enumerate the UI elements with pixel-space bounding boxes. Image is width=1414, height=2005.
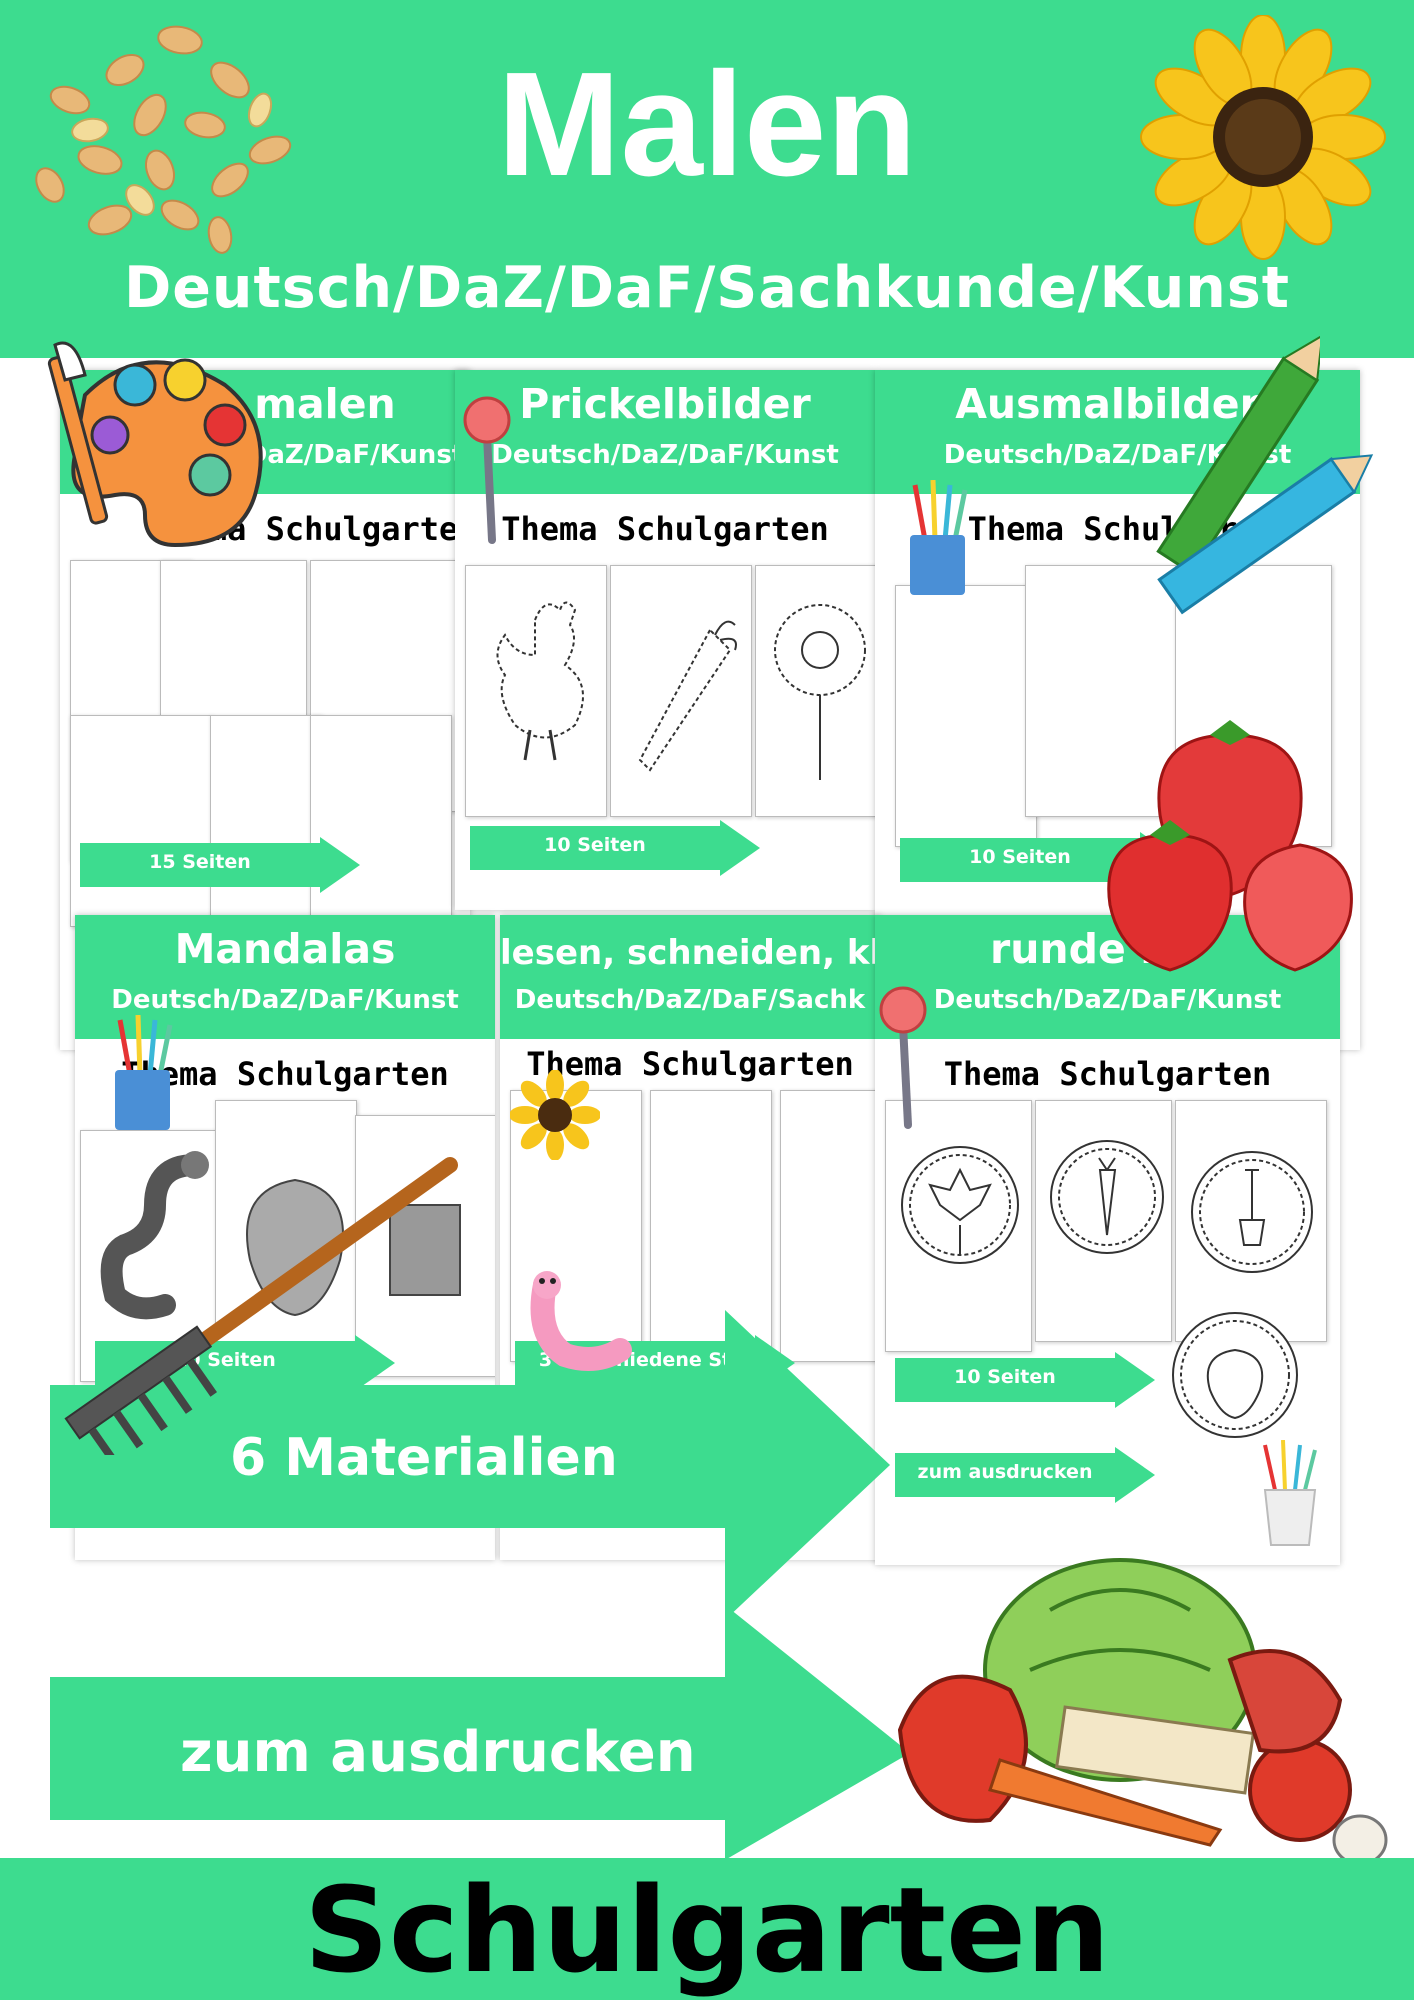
card-subjects: Deutsch/DaZ/DaF/Kunst <box>933 985 1282 1015</box>
worksheet-page <box>755 565 875 817</box>
print-arrow: zum ausdrucken <box>895 1447 1155 1503</box>
card-title: Ausmalbilder <box>955 380 1260 428</box>
strawberry-mandala-icon <box>246 1178 344 1317</box>
worm-mandala-icon <box>100 1151 209 1320</box>
worksheet-page <box>780 1090 880 1362</box>
subjects-line: Deutsch/DaZ/DaF/Sachkunde/Kunst <box>123 255 1291 321</box>
carrot-icon <box>638 620 737 772</box>
worksheet-page <box>210 715 322 927</box>
bottom-title: Schulgarten <box>303 1861 1111 1999</box>
card-theme: Thema Schulgarten <box>526 1045 854 1083</box>
worm-icon <box>530 1271 632 1371</box>
card-mandalas[interactable]: Mandalas Deutsch/DaZ/DaF/Kunst Thema Sch… <box>75 915 495 1560</box>
worksheet-page <box>70 715 212 927</box>
materials-arrow <box>50 1310 890 1620</box>
watering-can-mandala-icon <box>389 1204 461 1296</box>
worksheet-page <box>610 565 752 817</box>
seeds-icon <box>35 25 292 254</box>
card-theme: Thema Schulgarten <box>501 510 829 548</box>
round-prick-carrot-icon <box>1050 1140 1164 1254</box>
flower-icon <box>774 604 866 780</box>
rooster-icon <box>496 601 584 761</box>
pages-arrow: 10 Seiten <box>470 820 760 876</box>
pushpin-icon <box>463 396 511 544</box>
card-title: lesen, schneiden, kle <box>500 933 880 973</box>
card-theme: Thema Schulgarten <box>121 1055 449 1093</box>
crayon-cup-icon <box>910 480 968 595</box>
round-prick-strawberry-icon <box>1172 1312 1298 1438</box>
card-header <box>75 915 495 1039</box>
pages-count: 15 Seiten <box>149 851 251 873</box>
pages-count: 10 Seiten <box>969 846 1071 868</box>
pages-arrow: 10 Seiten <box>895 1352 1155 1408</box>
card-prickelbilder[interactable]: Prickelbilder Deutsch/DaZ/DaF/Kunst Them… <box>455 370 875 910</box>
vegetables-icon <box>897 1558 1388 1866</box>
main-title: Malen <box>497 42 917 207</box>
worksheet-page <box>650 1090 772 1362</box>
rake-icon <box>64 1157 458 1455</box>
print-big-arrow <box>50 1605 910 1860</box>
bottom-banner <box>0 1858 1414 2000</box>
round-prick-shovel-icon <box>1191 1151 1313 1273</box>
card-title: malen <box>254 380 396 428</box>
crayon-cup-icon <box>1263 1440 1317 1546</box>
card-header <box>455 370 875 494</box>
materials-label: 6 Materialien <box>230 1428 618 1488</box>
sunflower-icon <box>1140 15 1386 260</box>
card-title: Prickelbilder <box>519 380 811 428</box>
card-header <box>500 915 880 1039</box>
card-subjects: DaZ/DaF/Kunst <box>245 440 465 470</box>
pages-count: 10 Seiten <box>954 1366 1056 1388</box>
card-theme: Thema Schulgarten <box>943 1055 1272 1093</box>
card-runde-prickelbilder[interactable]: runde Pr Deutsch/DaZ/DaF/Kunst Thema Sch… <box>875 915 1340 1565</box>
pencil-icon <box>1157 454 1374 615</box>
paint-palette-icon <box>47 341 263 548</box>
card-subjects: Deutsch/DaZ/DaF/Sachk <box>514 985 866 1015</box>
strawberry-icon <box>1107 720 1353 972</box>
sunflower-small-icon <box>510 1070 600 1160</box>
pages-arrow: 15 Seiten <box>80 837 360 893</box>
round-prick-flower-icon <box>901 1146 1019 1264</box>
card-title: Mandalas <box>174 925 396 973</box>
print-label: zum ausdrucken <box>917 1461 1093 1483</box>
print-big-label: zum ausdrucken <box>180 1720 696 1785</box>
crayon-cup-icon <box>115 1015 173 1130</box>
pages-count: 10 Seiten <box>544 834 646 856</box>
pushpin-icon <box>879 986 927 1129</box>
pencil-icon <box>1156 333 1320 576</box>
card-subjects: Deutsch/DaZ/DaF/Kunst <box>491 440 839 470</box>
worksheet-page <box>885 1100 1032 1352</box>
card-subjects: Deutsch/DaZ/DaF/Kunst <box>111 985 459 1015</box>
worksheet-page <box>895 585 1037 847</box>
